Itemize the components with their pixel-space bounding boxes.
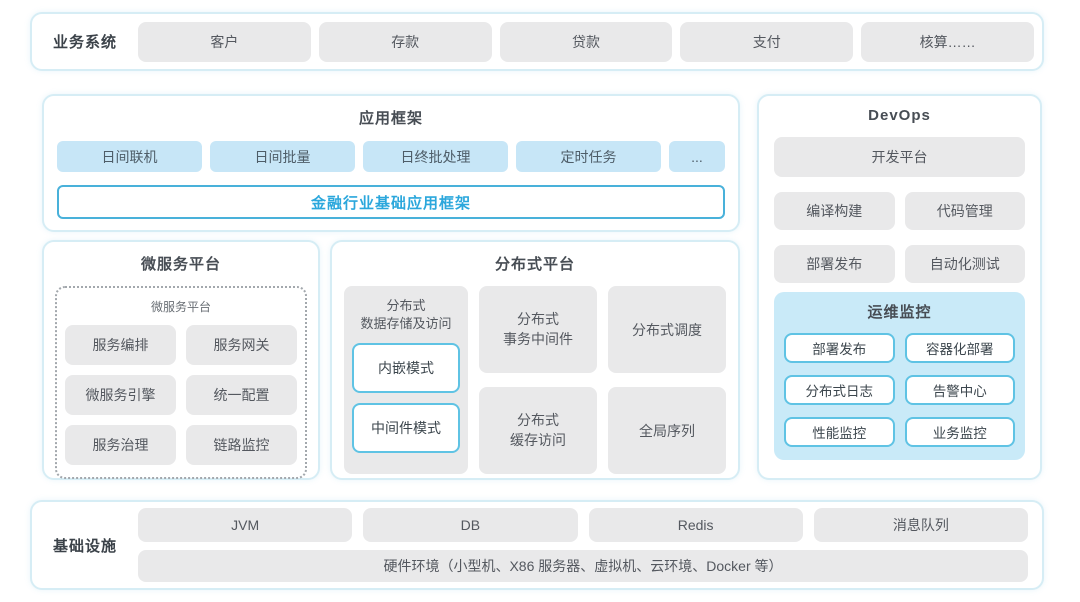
infra-item-db: DB	[363, 508, 578, 542]
storage-mode-middleware: 中间件模式	[352, 403, 460, 454]
microservice-item-orchestration: 服务编排	[65, 325, 176, 365]
microservice-item-gateway: 服务网关	[186, 325, 297, 365]
monitor-item-deploy-release: 部署发布	[784, 333, 895, 363]
business-systems-row: 客户 存款 贷款 支付 核算……	[138, 21, 1034, 62]
distributed-title: 分布式平台	[494, 256, 575, 273]
infra-item-jvm: JVM	[138, 508, 353, 542]
app-framework-panel: 应用框架 日间联机 日间批量 日终批处理 定时任务 ... 金融行业基础应用框架	[42, 94, 740, 232]
distributed-body: 分布式 数据存储及访问 内嵌模式 中间件模式 分布式 事务中间件 分布式 缓存访…	[344, 286, 726, 474]
monitor-item-business-monitor: 业务监控	[904, 417, 1015, 447]
business-system-deposit: 存款	[318, 21, 492, 62]
hardware-environment-bar: 硬件环境（小型机、X86 服务器、虚拟机、云环境、Docker 等）	[138, 550, 1028, 582]
business-system-payment: 支付	[680, 21, 854, 62]
devops-tool-deploy-release: 部署发布	[774, 245, 895, 283]
monitor-item-distributed-logs: 分布式日志	[784, 375, 895, 405]
business-system-accounting: 核算……	[861, 21, 1034, 62]
microservice-item-governance: 服务治理	[65, 425, 176, 465]
app-mode-eod-batch: 日终批处理	[363, 141, 508, 172]
devops-tool-automated-testing: 自动化测试	[904, 245, 1025, 283]
microservice-item-engine: 微服务引擎	[65, 375, 176, 415]
distributed-cell-global-sequence: 全局序列	[608, 387, 726, 474]
microservice-item-unified-config: 统一配置	[186, 375, 297, 415]
devops-tool-compile-build: 编译构建	[774, 192, 895, 230]
app-mode-daytime-batch: 日间批量	[210, 141, 355, 172]
app-mode-daytime-online: 日间联机	[57, 141, 202, 172]
app-mode-scheduled-task: 定时任务	[516, 141, 661, 172]
base-framework-box: 金融行业基础应用框架	[57, 185, 725, 219]
microservices-inner-title: 微服务平台	[150, 300, 211, 314]
devops-tools-grid: 编译构建 代码管理 部署发布 自动化测试	[774, 192, 1025, 283]
infrastructure-panel: 基础设施 JVM DB Redis 消息队列 硬件环境（小型机、X86 服务器、…	[30, 500, 1044, 590]
infrastructure-main: JVM DB Redis 消息队列 硬件环境（小型机、X86 服务器、虚拟机、云…	[138, 508, 1028, 582]
monitor-item-performance-monitor: 性能监控	[784, 417, 895, 447]
app-mode-more: ...	[669, 141, 725, 172]
infrastructure-row: JVM DB Redis 消息队列	[138, 508, 1028, 542]
monitor-item-container-deploy: 容器化部署	[904, 333, 1015, 363]
distributed-cell-cache-access: 分布式 缓存访问	[479, 387, 597, 474]
distributed-storage-box: 分布式 数据存储及访问 内嵌模式 中间件模式	[344, 286, 468, 474]
app-framework-modes-row: 日间联机 日间批量 日终批处理 定时任务 ...	[57, 141, 725, 172]
microservices-inner-box: 微服务平台 服务编排 服务网关 微服务引擎 统一配置 服务治理 链路监控	[55, 286, 307, 479]
distributed-right-column: 分布式调度 全局序列	[608, 286, 726, 474]
monitor-item-alert-center: 告警中心	[904, 375, 1015, 405]
devops-tool-code-management: 代码管理	[904, 192, 1025, 230]
business-systems-panel: 业务系统 客户 存款 贷款 支付 核算……	[30, 12, 1044, 71]
infra-item-redis: Redis	[588, 508, 803, 542]
distributed-panel: 分布式平台 分布式 数据存储及访问 内嵌模式 中间件模式 分布式 事务中间件 分…	[330, 240, 740, 480]
ops-monitoring-grid: 部署发布 容器化部署 分布式日志 告警中心 性能监控 业务监控	[784, 333, 1015, 447]
infra-item-message-queue: 消息队列	[813, 508, 1028, 542]
microservice-item-trace-monitor: 链路监控	[186, 425, 297, 465]
distributed-cell-scheduling: 分布式调度	[608, 286, 726, 373]
business-system-loan: 贷款	[499, 21, 673, 62]
microservices-panel: 微服务平台 微服务平台 服务编排 服务网关 微服务引擎 统一配置 服务治理 链路…	[42, 240, 320, 480]
distributed-cell-transaction-middleware: 分布式 事务中间件	[479, 286, 597, 373]
microservices-grid: 服务编排 服务网关 微服务引擎 统一配置 服务治理 链路监控	[65, 325, 297, 465]
distributed-middle-column: 分布式 事务中间件 分布式 缓存访问	[479, 286, 597, 474]
ops-monitoring-panel: 运维监控 部署发布 容器化部署 分布式日志 告警中心 性能监控 业务监控	[774, 292, 1025, 460]
distributed-storage-title: 分布式 数据存储及访问	[360, 298, 452, 332]
app-framework-title: 应用框架	[358, 110, 423, 127]
ops-monitoring-title: 运维监控	[867, 304, 932, 321]
devops-title: DevOps	[868, 107, 931, 124]
infrastructure-label: 基础设施	[52, 537, 117, 555]
business-systems-label: 业务系统	[52, 34, 117, 51]
business-system-customer: 客户	[138, 21, 311, 62]
devops-panel: DevOps 开发平台 编译构建 代码管理 部署发布 自动化测试 运维监控 部署…	[757, 94, 1042, 480]
dev-platform-box: 开发平台	[774, 137, 1025, 177]
storage-mode-embedded: 内嵌模式	[352, 343, 460, 394]
microservices-title: 微服务平台	[140, 256, 221, 273]
